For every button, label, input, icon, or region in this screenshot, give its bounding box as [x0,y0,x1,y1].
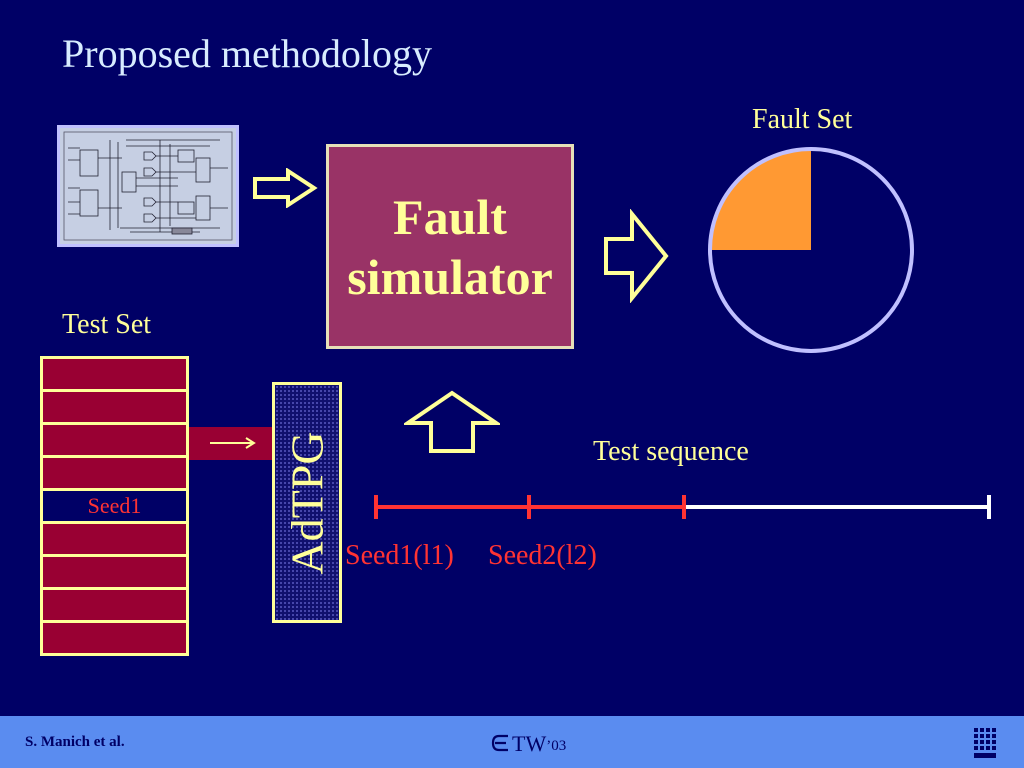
conference-logo-icon [491,734,508,752]
test-set-row [40,458,189,491]
fault-simulator-label: Fault simulator [347,188,553,305]
seed2-label: Seed2(l2) [488,540,597,571]
test-set-row [40,392,189,425]
test-set-row-seed1: Seed1 [40,491,189,524]
footer-conf-name: TW [512,731,547,756]
circuit-schematic-icon [57,125,239,247]
footer-conf-year: ’03 [546,738,567,754]
test-set-row [40,524,189,557]
footer-author: S. Manich et al. [25,734,125,750]
test-set-label: Test Set [62,309,152,340]
test-sequence-label: Test sequence [593,436,749,467]
right-arrow-icon [253,168,318,208]
footer-bar [0,716,1024,768]
test-sequence-timeline [374,495,991,519]
slide-title: Proposed methodology [62,31,432,76]
adtpg-label: AdTPG [281,431,333,575]
fault-set-pie [708,147,914,353]
university-logo-icon [974,728,996,758]
up-arrow-icon [404,390,500,453]
test-set-table: Seed1 [40,356,189,656]
right-arrow-icon [604,209,669,303]
test-set-row [40,590,189,623]
fault-coverage-slice [710,149,811,250]
adtpg-box [272,382,342,623]
test-set-row [40,425,189,458]
fault-set-label: Fault Set [752,104,853,135]
test-set-row [40,356,189,392]
fault-simulator-box: Fault simulator [326,144,574,349]
seed1-label: Seed1(l1) [345,540,454,571]
footer-conference: TW’03 [490,731,566,757]
small-arrow-icon [210,437,256,449]
test-set-row [40,623,189,656]
test-set-row [40,557,189,590]
